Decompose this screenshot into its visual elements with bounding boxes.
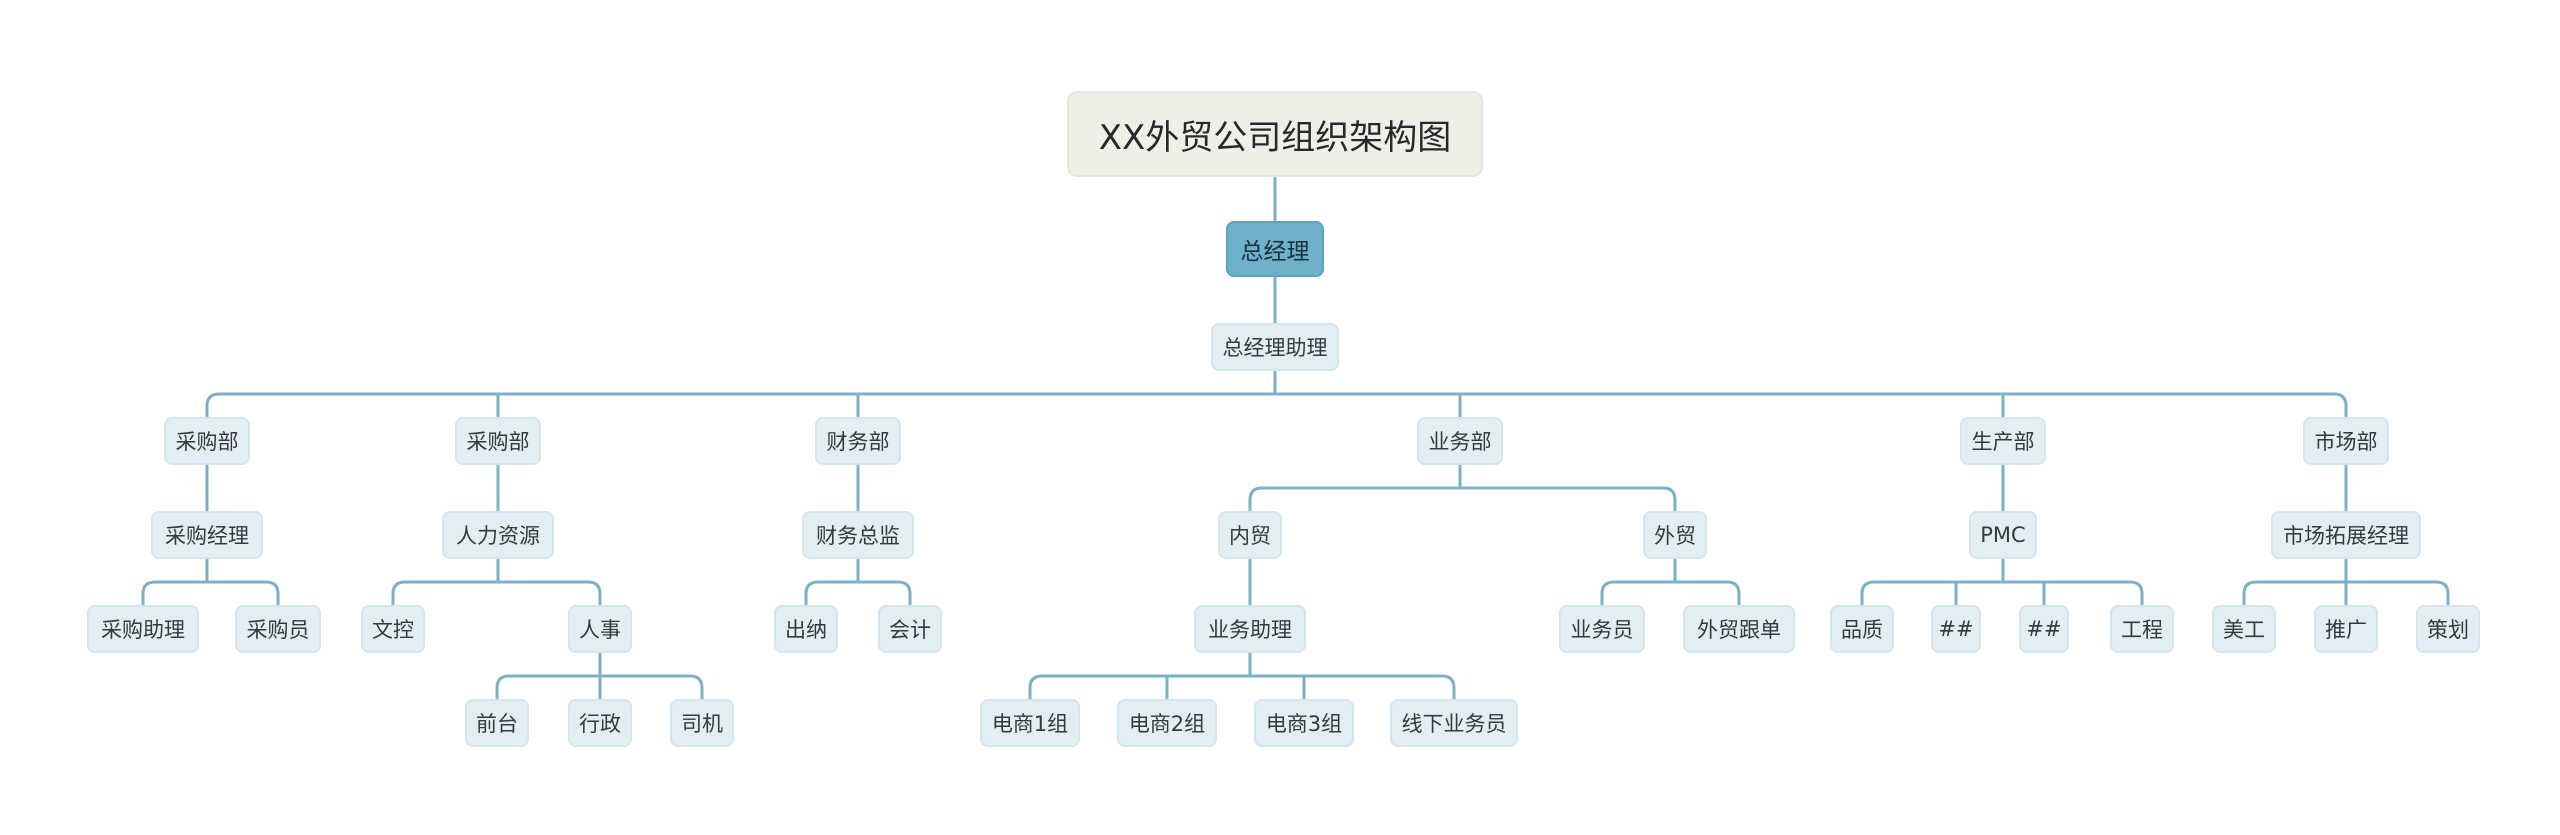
connector-rs-sj [689, 674, 704, 699]
org-node-cgjl[interactable]: 采购经理 [151, 511, 263, 559]
org-node-cgy[interactable]: 采购员 [235, 605, 321, 653]
org-node-gm[interactable]: 总经理 [1226, 221, 1324, 277]
org-node-wk[interactable]: 文控 [361, 605, 425, 653]
org-node-ywzl[interactable]: 业务助理 [1194, 605, 1306, 653]
org-node-rlzy[interactable]: 人力资源 [442, 511, 554, 559]
chart-title-node[interactable]: XX外贸公司组织架构图 [1067, 91, 1483, 177]
connector-wm-wmgd [1726, 580, 1741, 605]
connector-wm-ywy [1600, 580, 1615, 605]
org-node-ch[interactable]: 策划 [2416, 605, 2480, 653]
connector-sctz-mg [2242, 580, 2257, 605]
org-node-mg[interactable]: 美工 [2212, 605, 2276, 653]
org-node-cwzj[interactable]: 财务总监 [802, 511, 914, 559]
connector-pmc-pz [1860, 580, 1875, 605]
org-node-pz[interactable]: 品质 [1830, 605, 1894, 653]
connector-gma-cg1 [205, 392, 220, 417]
org-node-gma[interactable]: 总经理助理 [1211, 323, 1339, 371]
connector-ywzl-ds1 [1028, 674, 1043, 699]
org-node-xx[interactable]: 线下业务员 [1390, 699, 1518, 747]
org-node-h2[interactable]: ## [2019, 605, 2069, 653]
connector-yw-wm [1662, 486, 1677, 511]
org-node-ywy[interactable]: 业务员 [1559, 605, 1645, 653]
org-node-nm[interactable]: 内贸 [1218, 511, 1282, 559]
org-node-cw[interactable]: 财务部 [815, 417, 901, 465]
org-node-h1[interactable]: ## [1931, 605, 1981, 653]
connector-cgjl-cgzl [141, 580, 156, 605]
org-node-ds1[interactable]: 电商1组 [980, 699, 1080, 747]
org-node-gc[interactable]: 工程 [2110, 605, 2174, 653]
org-node-sctz[interactable]: 市场拓展经理 [2271, 511, 2421, 559]
connector-cwzj-cn [804, 580, 819, 605]
connector-ywzl-xx [1441, 674, 1456, 699]
org-node-cn[interactable]: 出纳 [774, 605, 838, 653]
connector-rs-qt [495, 674, 510, 699]
org-node-xz[interactable]: 行政 [568, 699, 632, 747]
connector-cgjl-cgy [265, 580, 280, 605]
org-node-wm[interactable]: 外贸 [1643, 511, 1707, 559]
connector-pmc-gc [2129, 580, 2144, 605]
connector-gma-sh [2333, 392, 2348, 417]
org-node-wmgd[interactable]: 外贸跟单 [1683, 605, 1795, 653]
org-node-cg1[interactable]: 采购部 [164, 417, 250, 465]
connector-rlzy-rs [587, 580, 602, 605]
connector-cwzj-kj [897, 580, 912, 605]
org-node-qt[interactable]: 前台 [465, 699, 529, 747]
org-node-ds2[interactable]: 电商2组 [1117, 699, 1217, 747]
org-node-tg[interactable]: 推广 [2314, 605, 2378, 653]
connector-sctz-ch [2435, 580, 2450, 605]
org-node-cgzl[interactable]: 采购助理 [87, 605, 199, 653]
org-node-yw[interactable]: 业务部 [1417, 417, 1503, 465]
connector-rlzy-wk [391, 580, 406, 605]
org-node-sc[interactable]: 生产部 [1960, 417, 2046, 465]
org-node-sh[interactable]: 市场部 [2303, 417, 2389, 465]
org-node-cg2[interactable]: 采购部 [455, 417, 541, 465]
connector-yw-nm [1248, 486, 1263, 511]
org-node-rs[interactable]: 人事 [568, 605, 632, 653]
org-node-kj[interactable]: 会计 [878, 605, 942, 653]
org-node-pmc[interactable]: PMC [1969, 511, 2037, 559]
org-node-sj[interactable]: 司机 [670, 699, 734, 747]
org-node-ds3[interactable]: 电商3组 [1254, 699, 1354, 747]
